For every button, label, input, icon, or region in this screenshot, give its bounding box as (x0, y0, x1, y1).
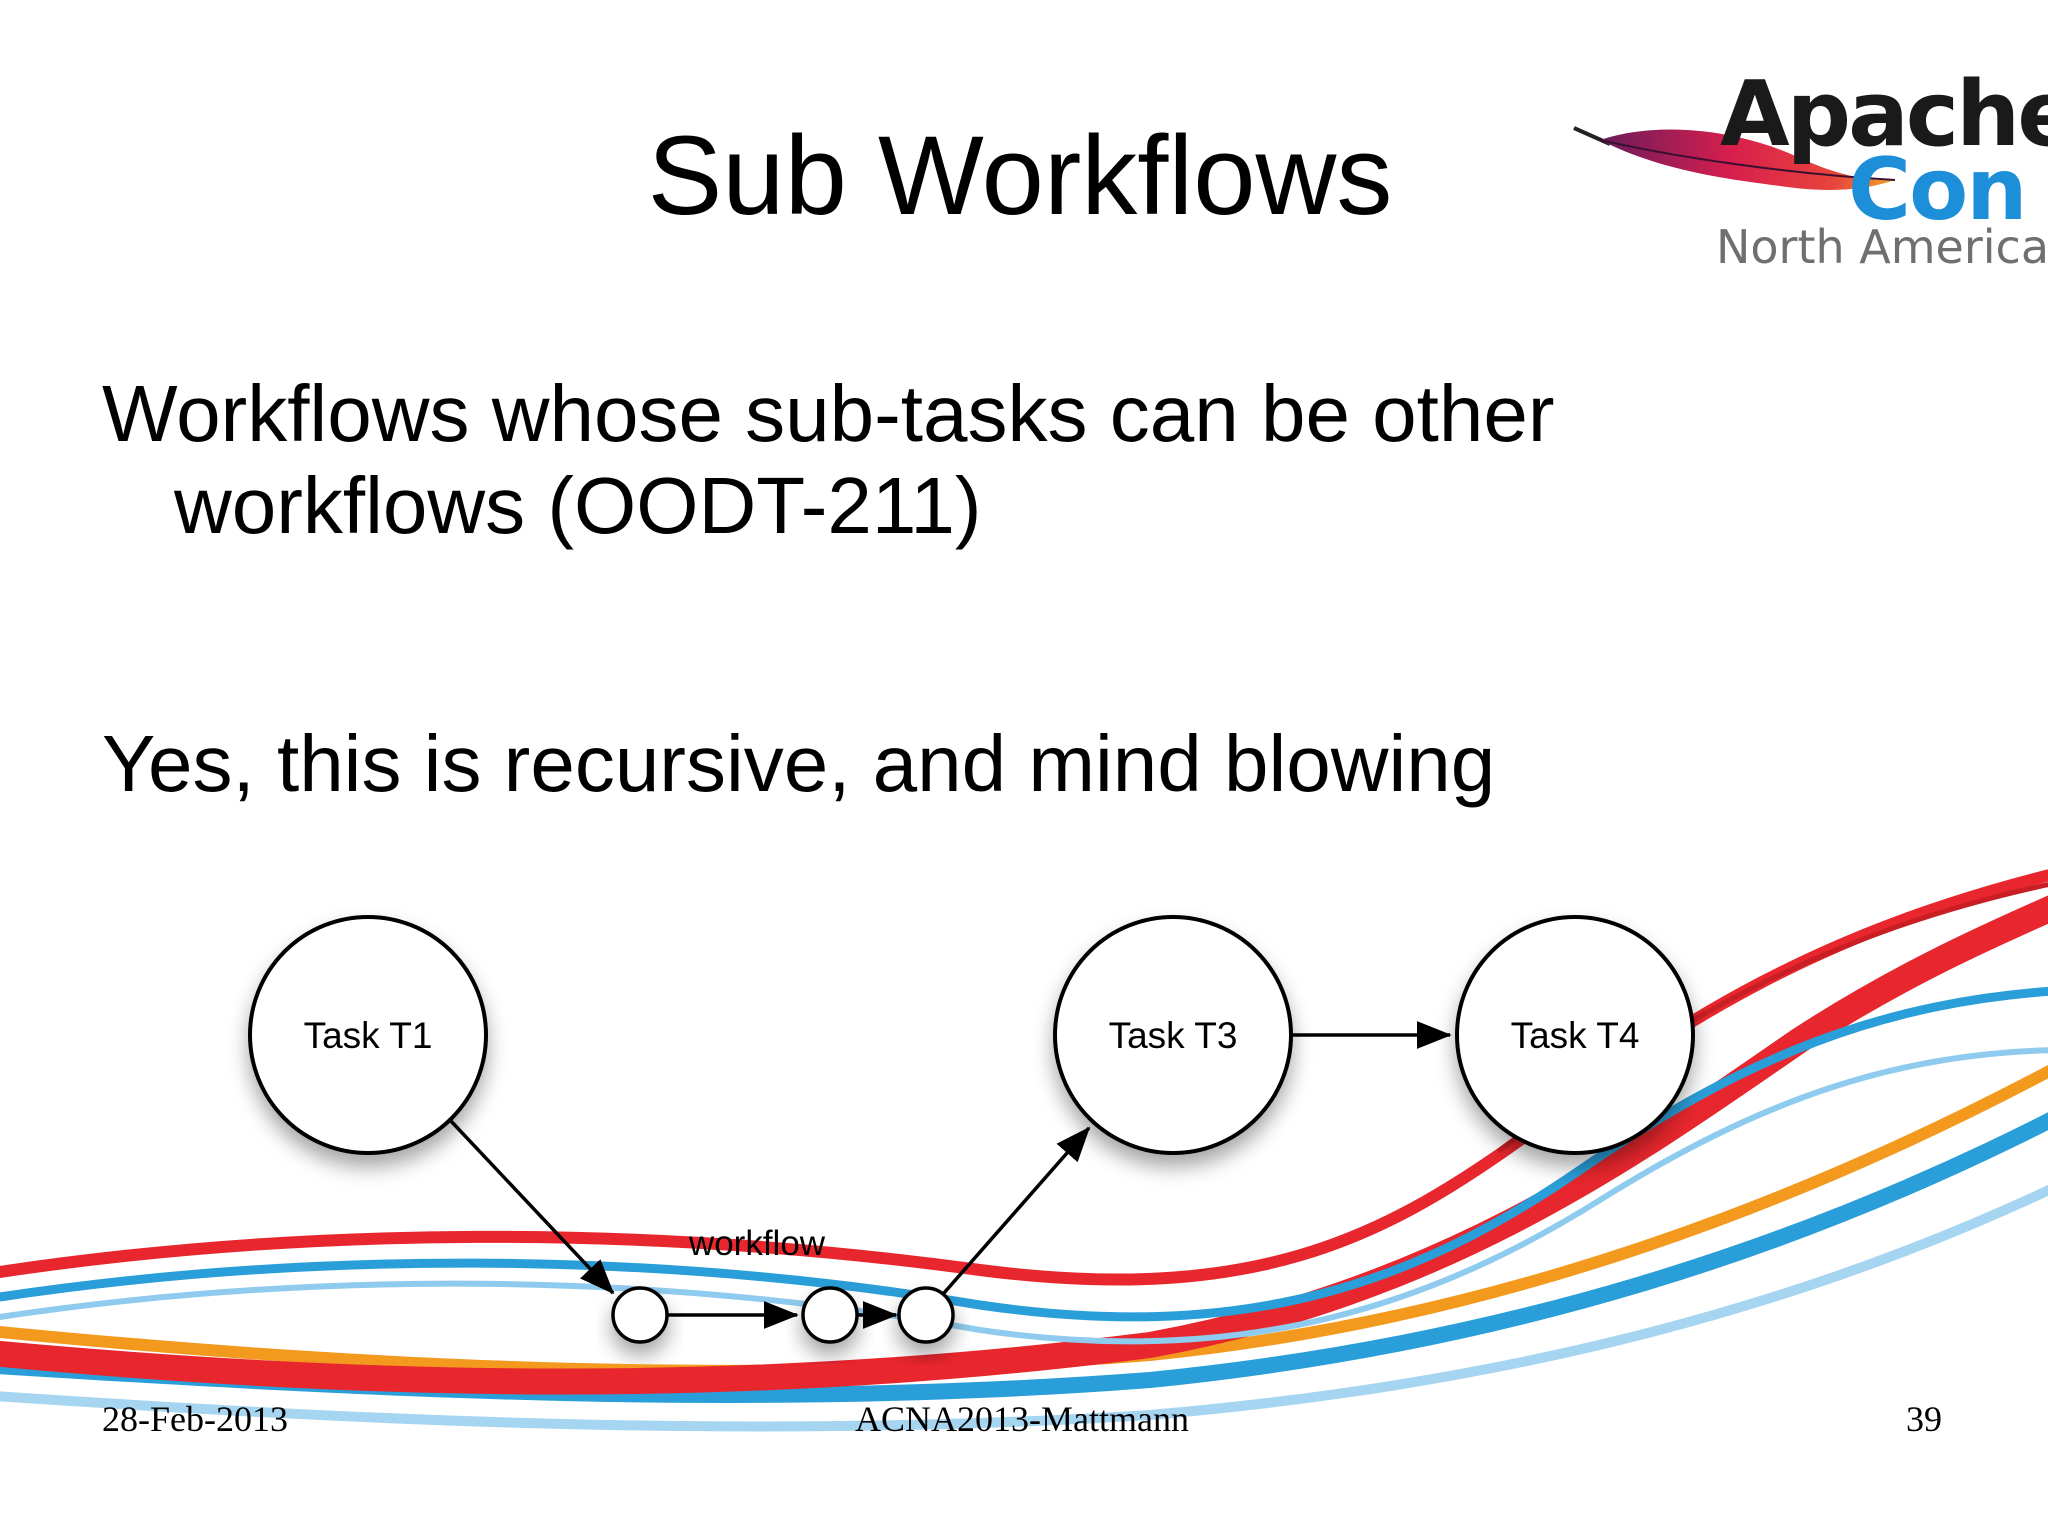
logo-word-con: Con (1848, 140, 2027, 240)
apachecon-logo: Apache Con North America (1570, 60, 2048, 280)
swoosh-light-blue-upper (0, 1047, 2048, 1345)
logo-word-apache: Apache (1720, 62, 2048, 167)
slide-title: Sub Workflows (647, 113, 1393, 238)
diagram-nodes: Task T1 Task T3 Task T4 (248, 915, 1695, 1344)
bullet-2: Yes, this is recursive, and mind blowing (102, 719, 1496, 808)
node-task-t4: Task T4 (1455, 915, 1695, 1155)
bullet-1-line-2: workflows (OODT-211) (174, 461, 982, 550)
swoosh-light-blue-lower (0, 1184, 2048, 1432)
node-task-t4-label: Task T4 (1511, 1015, 1640, 1056)
edge-t1-to-s1 (448, 1118, 615, 1295)
footer-presentation-id: ACNA2013-Mattmann (855, 1399, 1189, 1439)
node-subtask-1 (611, 1286, 669, 1344)
footer-date: 28-Feb-2013 (102, 1399, 288, 1439)
footer-page-number: 39 (1906, 1399, 1942, 1439)
swoosh-blue-upper (0, 986, 2048, 1322)
bullet-1: Workflows whose sub-tasks can be other w… (102, 368, 1702, 552)
edge-s3-to-t3 (942, 1126, 1091, 1295)
diagram-edges (448, 1021, 1452, 1329)
node-subtask-3 (897, 1286, 955, 1344)
node-task-t1: Task T1 (248, 915, 488, 1155)
swoosh-red-wide (0, 895, 2048, 1395)
node-task-t3-label: Task T3 (1109, 1015, 1238, 1056)
node-subtask-2 (801, 1286, 859, 1344)
feather-icon (1573, 126, 1896, 190)
node-task-t3: Task T3 (1053, 915, 1293, 1155)
node-task-t1-label: Task T1 (304, 1015, 433, 1056)
logo-word-north-america: North America (1716, 220, 2048, 274)
subworkflow-label: workflow (688, 1224, 826, 1263)
bullet-1-line-1: Workflows whose sub-tasks can be other (102, 369, 1555, 458)
